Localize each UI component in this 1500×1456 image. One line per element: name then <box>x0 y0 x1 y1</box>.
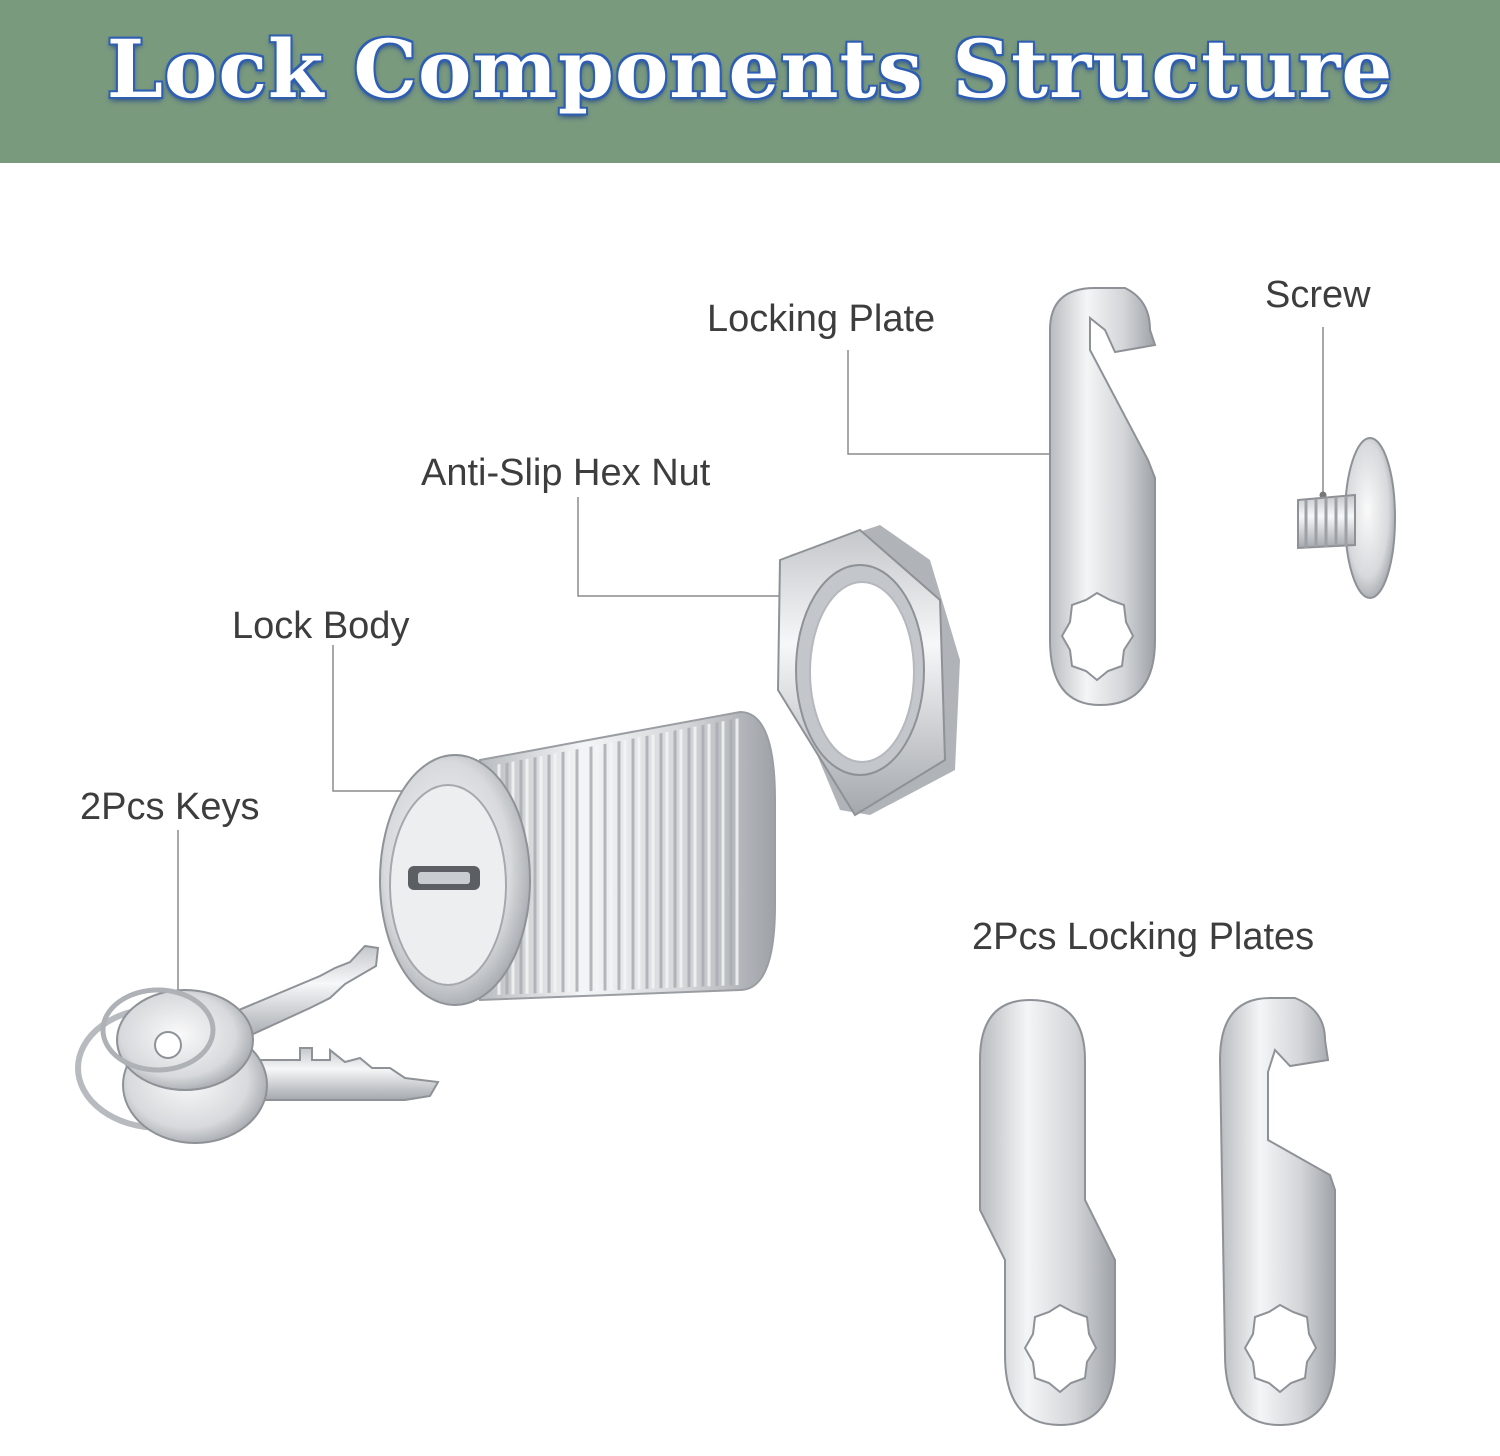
locking-plate-illustration <box>1049 287 1157 707</box>
header-banner: Lock Components Structure <box>0 0 1500 163</box>
hex-nut-label: Anti-Slip Hex Nut <box>421 452 711 494</box>
hex-nut-illustration <box>776 525 960 817</box>
lock-body-label: Lock Body <box>232 605 410 647</box>
screw-illustration <box>1297 437 1396 599</box>
locking-plates-pair-illustration <box>979 997 1336 1427</box>
lock-body-illustration <box>379 710 776 1006</box>
page-title: Lock Components Structure <box>106 22 1394 116</box>
locking-plates-pair-label: 2Pcs Locking Plates <box>972 916 1315 958</box>
screw-label: Screw <box>1265 274 1371 316</box>
locking-plate-leader <box>847 350 1080 455</box>
hex-nut-leader <box>577 497 808 597</box>
keys-illustration <box>75 944 440 1144</box>
locking-plate-label: Locking Plate <box>707 298 936 340</box>
keys-label: 2Pcs Keys <box>80 786 260 828</box>
